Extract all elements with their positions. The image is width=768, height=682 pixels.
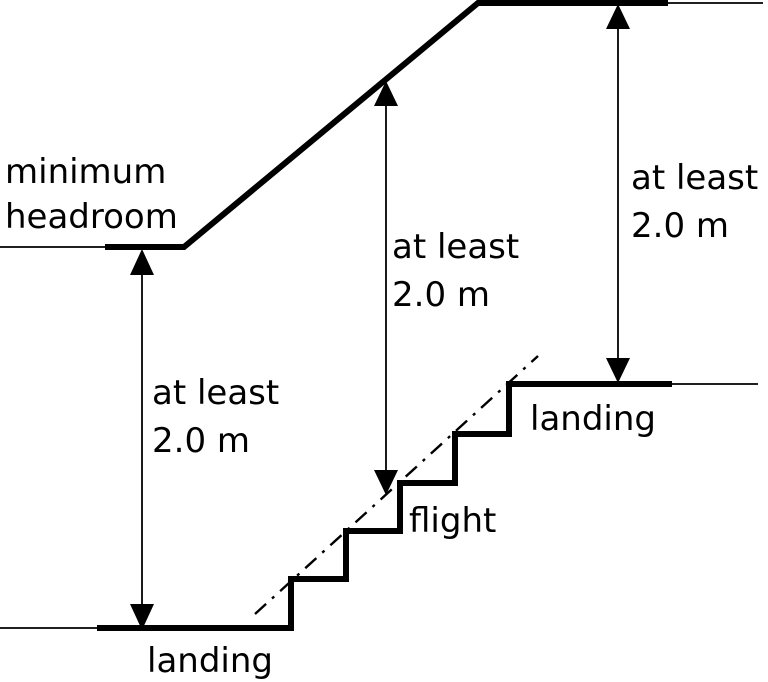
arrow-up-icon-right: [606, 4, 630, 29]
dimension-label-right-line2: 2.0 m: [631, 206, 729, 246]
dimension-label-middle: at least 2.0 m: [392, 223, 519, 319]
ceiling-line: [105, 0, 668, 250]
dimension-label-left-line2: 2.0 m: [152, 421, 250, 461]
arrow-down-icon-right: [606, 358, 630, 383]
arrow-down-icon-middle: [374, 470, 398, 495]
dimension-label-left: at least 2.0 m: [152, 369, 279, 465]
dimension-label-middle-line1: at least: [392, 227, 520, 267]
landing-lower-label: landing: [147, 641, 273, 681]
minimum-headroom-label-line1: minimum: [5, 152, 167, 192]
arrow-up-icon-middle: [374, 81, 398, 106]
stair-profile-line: [97, 381, 672, 631]
dimension-label-right-line1: at least: [631, 158, 759, 198]
arrow-up-icon-left: [130, 249, 154, 275]
minimum-headroom-label: minimum headroom: [5, 150, 178, 240]
dimension-label-right: at least 2.0 m: [631, 154, 758, 250]
dimension-label-middle-line2: 2.0 m: [392, 275, 490, 315]
dimension-label-left-line1: at least: [152, 373, 280, 413]
minimum-headroom-label-line2: headroom: [5, 197, 178, 237]
flight-label: flight: [409, 501, 497, 541]
arrow-down-icon-left: [130, 604, 154, 630]
pitch-line: [254, 355, 539, 615]
landing-upper-label: landing: [530, 399, 656, 439]
